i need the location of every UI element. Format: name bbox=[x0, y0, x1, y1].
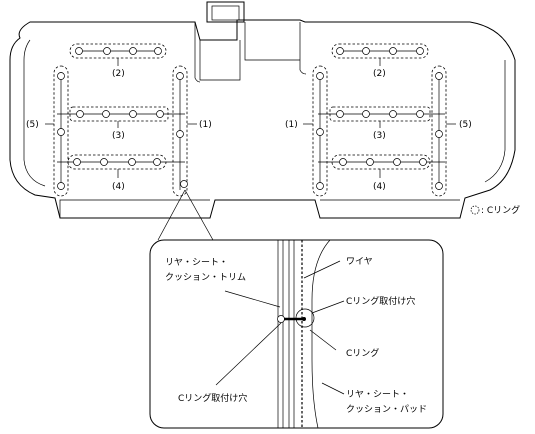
detail-labels: リヤ・シート・ クッション・トリム ワイヤ Cリング取付け穴 Cリング リヤ・シ… bbox=[165, 257, 427, 415]
c-ring-label: Cリング bbox=[346, 347, 379, 359]
trim-label-line2: クッション・トリム bbox=[165, 272, 246, 283]
wire-1-left-label: (1) bbox=[199, 120, 212, 130]
legend: : Cリング bbox=[470, 204, 520, 216]
trim-label-line1: リヤ・シート・ bbox=[165, 258, 228, 268]
detail-callout-lines bbox=[157, 189, 214, 241]
wire-2-left-label: (2) bbox=[112, 69, 125, 79]
wire-3-right-label: (3) bbox=[373, 131, 386, 141]
seat-cushion-outline bbox=[9, 1, 516, 219]
c-ring-hole-left-label: Cリング取付け穴 bbox=[178, 392, 247, 404]
wire-5-right-label: (5) bbox=[459, 120, 472, 130]
wire-label: ワイヤ bbox=[346, 257, 373, 267]
wire-3-left-label: (3) bbox=[112, 131, 125, 141]
left-seat-frame bbox=[45, 43, 197, 197]
wire-labels: (2) (3) (4) (5) (1) (2) (3) (4) (1) (5) bbox=[26, 69, 472, 192]
wire-4-right-label: (4) bbox=[373, 182, 386, 192]
wire-1-right-label: (1) bbox=[285, 120, 298, 130]
right-seat-frame bbox=[303, 43, 456, 197]
c-ring-symbol bbox=[470, 205, 480, 215]
c-ring-hole-left-mark bbox=[277, 315, 285, 323]
wire-5-left-label: (5) bbox=[26, 120, 39, 130]
wire-2-right-label: (2) bbox=[373, 69, 386, 79]
detail-view bbox=[149, 239, 444, 429]
pad-label-line2: クッション・パッド bbox=[346, 404, 427, 415]
c-ring-hole-right-label: Cリング取付け穴 bbox=[346, 295, 415, 307]
legend-label: : Cリング bbox=[481, 204, 520, 216]
pad-label-line1: リヤ・シート・ bbox=[346, 390, 409, 400]
wire-4-left-label: (4) bbox=[112, 182, 125, 192]
c-ring-hole-right-circle bbox=[295, 308, 315, 328]
